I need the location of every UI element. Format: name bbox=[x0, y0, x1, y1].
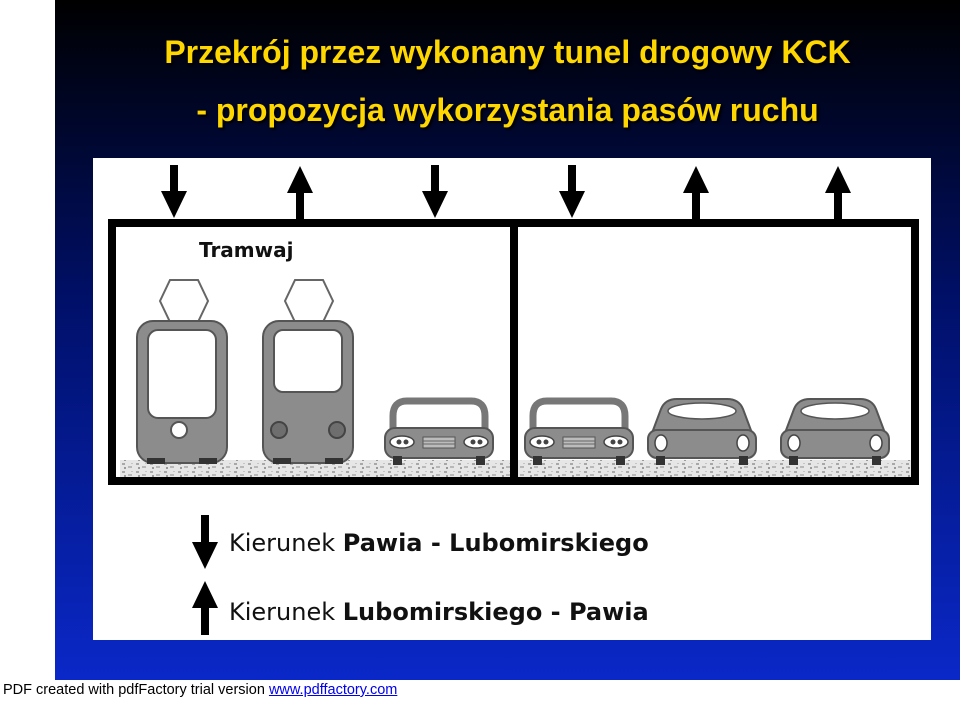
car-rear-2 bbox=[780, 398, 890, 465]
road-surface-left bbox=[120, 460, 510, 477]
arrow-down-icon bbox=[192, 515, 218, 569]
lane-arrow-6 bbox=[825, 166, 851, 219]
lane-arrow-3 bbox=[422, 165, 448, 218]
footer-text: PDF created with pdfFactory trial versio… bbox=[3, 682, 269, 698]
svg-text:Kierunek Lubomirskiego: Kierunek Lubomirskiego - Pawia bbox=[229, 598, 649, 626]
pdf-footer: PDF created with pdfFactory trial versio… bbox=[3, 682, 397, 698]
slide-subtitle: - propozycja wykorzystania pasów ruchu bbox=[196, 92, 819, 128]
tunnel-diagram: Tramwaj bbox=[93, 158, 931, 640]
road-surface-right bbox=[518, 460, 911, 477]
car-front-1 bbox=[384, 397, 494, 465]
tram-rear bbox=[262, 279, 354, 464]
legend-prefix: Kierunek bbox=[229, 529, 335, 557]
lane-arrow-5 bbox=[683, 166, 709, 219]
tram-front bbox=[136, 279, 228, 464]
legend-item-1: Kierunek Pawia - Lubomirskiego bbox=[192, 515, 649, 569]
lane-arrow-2 bbox=[287, 166, 313, 219]
legend-item-2: Kierunek Lubomirskiego - Pawia bbox=[192, 581, 649, 635]
legend-prefix: Kierunek bbox=[229, 598, 335, 626]
slide-title: Przekrój przez wykonany tunel drogowy KC… bbox=[164, 34, 851, 70]
lane-arrow-1 bbox=[161, 165, 187, 218]
arrow-up-icon bbox=[192, 581, 218, 635]
car-front-2 bbox=[524, 397, 634, 465]
lane-arrow-4 bbox=[559, 165, 585, 218]
legend-route: Pawia - Lubomirskiego bbox=[343, 529, 649, 557]
tram-label: Tramwaj bbox=[199, 238, 293, 262]
legend-route: Lubomirskiego - Pawia bbox=[343, 598, 649, 626]
svg-text:Kierunek Pawia - Lubom: Kierunek Pawia - Lubomirskiego bbox=[229, 529, 649, 557]
car-rear-1 bbox=[647, 398, 757, 465]
footer-link[interactable]: www.pdffactory.com bbox=[268, 682, 398, 698]
